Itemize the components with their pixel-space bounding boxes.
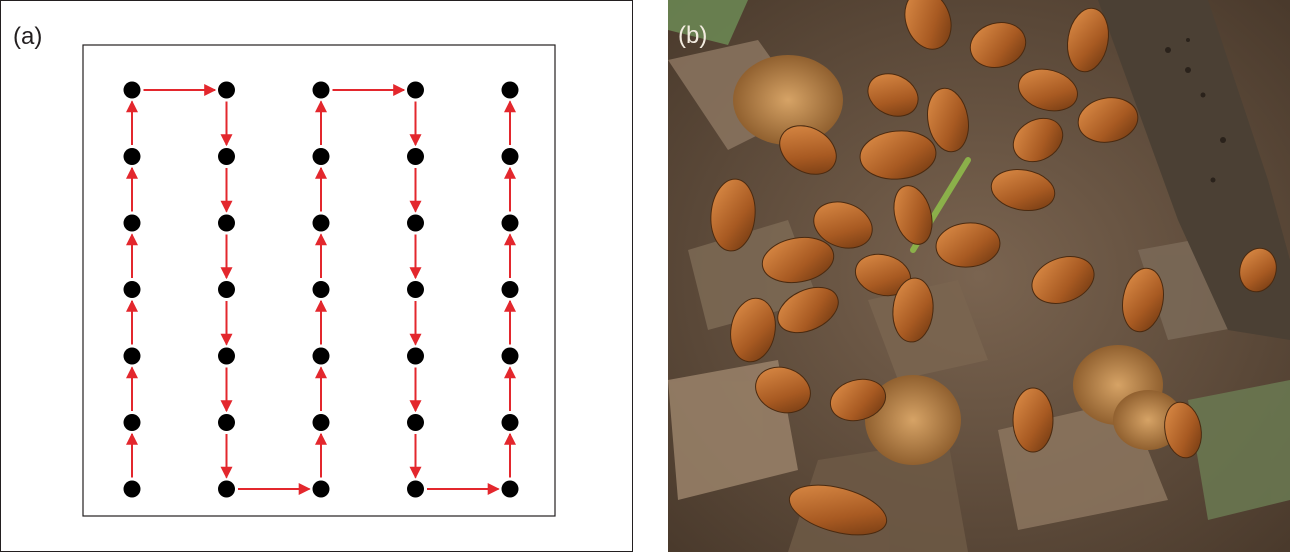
grid-node: [502, 148, 519, 165]
grid-node: [218, 281, 235, 298]
panel-b-label: (b): [678, 24, 707, 48]
grid-node: [218, 148, 235, 165]
grid-node: [124, 82, 141, 99]
grid-node: [218, 481, 235, 498]
grid-node: [502, 481, 519, 498]
grid-node: [124, 481, 141, 498]
grid-node: [407, 348, 424, 365]
panel-a: (a): [0, 0, 633, 552]
grid-node: [218, 82, 235, 99]
grid-node: [407, 414, 424, 431]
grid-node: [313, 215, 330, 232]
grid-node: [124, 148, 141, 165]
grid-node: [313, 82, 330, 99]
grid-node: [407, 148, 424, 165]
grid-node: [124, 414, 141, 431]
panel-b: (b): [668, 0, 1290, 552]
grid-node: [218, 215, 235, 232]
grid-node: [218, 414, 235, 431]
grid-node: [407, 281, 424, 298]
grid-node: [313, 348, 330, 365]
grid-node: [407, 215, 424, 232]
grid-node: [313, 414, 330, 431]
grid-node: [407, 82, 424, 99]
path-diagram: [1, 1, 634, 553]
grid-node: [218, 348, 235, 365]
grid-node: [313, 148, 330, 165]
grid-node: [502, 215, 519, 232]
grid-node: [124, 281, 141, 298]
grid-node: [407, 481, 424, 498]
grid-node: [124, 215, 141, 232]
grid-node: [502, 414, 519, 431]
grid-node: [313, 281, 330, 298]
grid-node: [502, 348, 519, 365]
grid-node: [124, 348, 141, 365]
grid-node: [313, 481, 330, 498]
grid-frame: [83, 45, 555, 516]
grid-node: [502, 82, 519, 99]
grid-node: [502, 281, 519, 298]
beech-nuts-photo: [668, 0, 1290, 552]
